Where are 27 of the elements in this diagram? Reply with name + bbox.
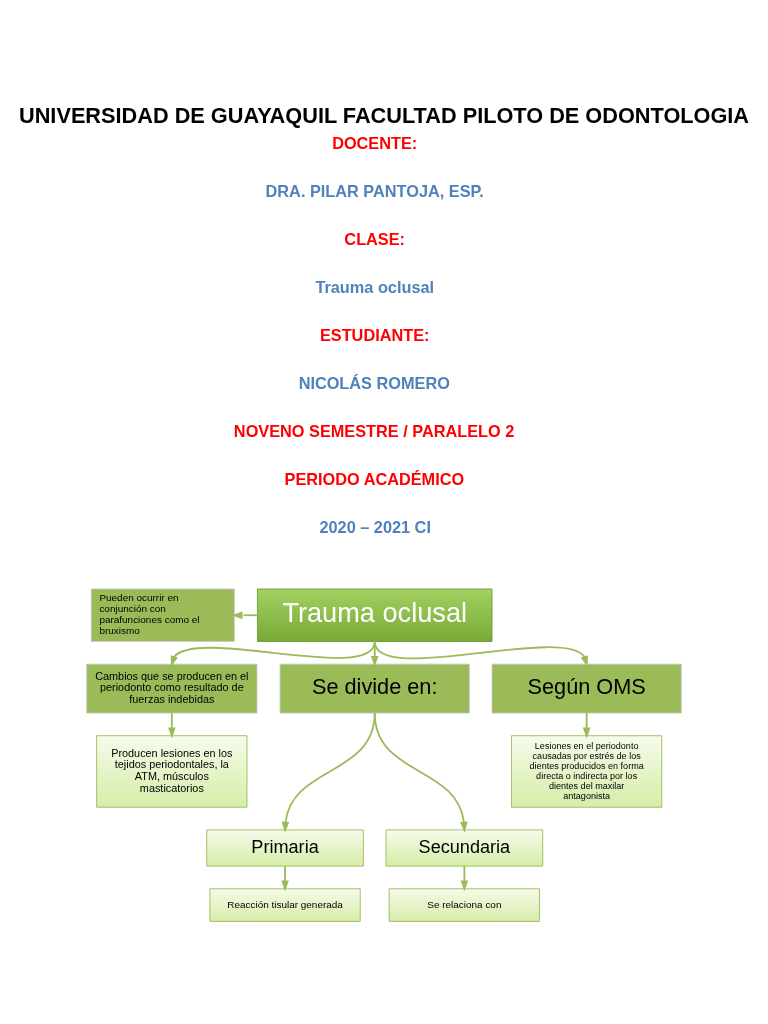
label: PERIODO ACADÉMICO (284, 470, 465, 489)
label: NOVENO SEMESTRE / PARALELO 2 (233, 422, 515, 441)
arrow (231, 611, 259, 620)
node-box: Producen lesiones en los tejidos periodontales, la ATM, músculos masticatorios (96, 735, 248, 808)
node-box: Primaria (206, 829, 364, 867)
arrow (168, 712, 176, 739)
label: NICOLÁS ROMERO (298, 374, 450, 393)
arrow (460, 865, 469, 892)
node-box: Cambios que se producen en el periodonto como resultado de fuerzas indebidas (86, 663, 258, 714)
node-box: Según OMS (491, 663, 682, 714)
diagram-title: UNIVERSIDAD DE GUAYAQUIL FACULTAD PILOTO DE ODONTOLOGIA (19, 102, 750, 128)
label: Trauma oclusal (315, 278, 435, 297)
label: CLASE: (344, 230, 406, 249)
node-box: Secundaria (385, 829, 544, 867)
node-box: Se divide en: (279, 663, 470, 714)
arrow (281, 865, 289, 892)
label: ESTUDIANTE: (319, 326, 430, 345)
label: DOCENTE: (332, 134, 418, 153)
node-box: Reacción tisular generada (209, 888, 361, 922)
arrow (582, 712, 591, 739)
label: DRA. PILAR PANTOJA, ESP. (265, 182, 484, 201)
arrow (373, 712, 468, 833)
node-box: Trauma oclusal (256, 588, 493, 642)
label: 2020 – 2021 CI (319, 518, 431, 537)
node-box: Se relaciona con (388, 888, 540, 922)
node-box: Lesiones en el periodonto causadas por estrés de los dientes producidos en forma directa o indirecta por los dientes del maxilar antagonista (511, 735, 663, 808)
node-box: Pueden ocurrir en conjunción con parafunciones como el bruxismo (90, 588, 235, 642)
